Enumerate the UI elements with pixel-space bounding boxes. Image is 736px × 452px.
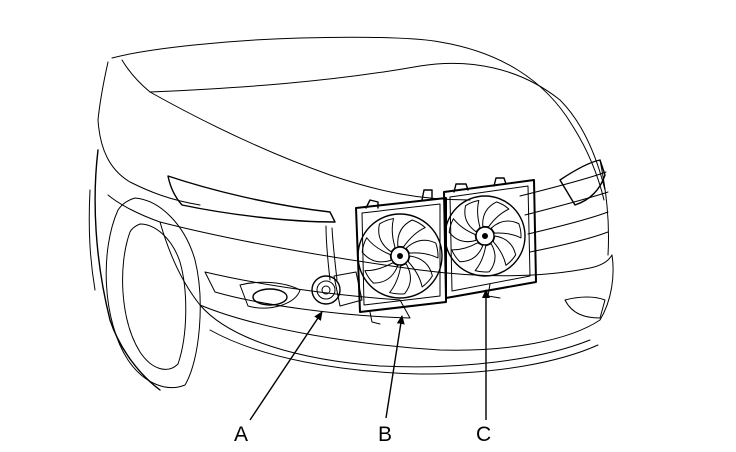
leader-arrow-b xyxy=(385,315,405,419)
condenser-fan-blade-6 xyxy=(482,201,510,228)
radiator-fan-tab-2 xyxy=(421,189,433,201)
radiator-fan-blade-3 xyxy=(364,262,399,284)
radiator-fan-blade-1 xyxy=(407,255,433,288)
fog-lamp-right xyxy=(564,296,606,319)
radiator-fan-assembly xyxy=(355,189,447,325)
grille-bar-1 xyxy=(519,171,607,197)
radiator-fan-hub xyxy=(390,246,410,266)
bumper-bottom xyxy=(209,329,599,375)
condenser-fan-shroud-inner xyxy=(449,185,531,292)
hood-top xyxy=(149,62,606,191)
radiator-fan-motor-wire xyxy=(369,311,381,325)
hood-crease xyxy=(439,41,605,201)
fog-lamp-left xyxy=(252,288,288,306)
callout-label-c: C xyxy=(476,423,491,446)
grille-bar-3 xyxy=(527,211,609,235)
ac-compressor xyxy=(311,225,363,307)
compressor-body xyxy=(333,271,363,307)
callout-label-b: B xyxy=(378,423,392,446)
grille-outline xyxy=(599,159,610,256)
condenser-fan-tab-2 xyxy=(493,177,507,187)
compressor-pipe-2 xyxy=(331,227,338,281)
windshield-line xyxy=(121,59,151,93)
compressor-hub xyxy=(321,285,331,295)
bumper-face xyxy=(159,221,614,351)
radiator-fan-blade-4 xyxy=(361,237,392,263)
front-side-panel xyxy=(107,194,161,223)
radiator-fan-blade-6 xyxy=(397,219,426,248)
grille-bar-4 xyxy=(529,231,609,253)
body-side-lower xyxy=(88,189,96,291)
callout-leaders xyxy=(249,289,490,421)
condenser-fan-blade-2 xyxy=(474,243,496,273)
condenser-fan-blade-1 xyxy=(492,235,517,266)
radiator-fan-blade-7 xyxy=(405,239,439,259)
condenser-fan-shroud xyxy=(443,179,537,299)
radiator-fan-blade-5 xyxy=(378,218,396,253)
vehicle-body xyxy=(88,36,614,391)
headlamp-left xyxy=(167,175,336,223)
radiator-fan-shroud xyxy=(355,197,447,313)
fog-lamp-housing xyxy=(239,281,301,309)
radiator-fan-tab-1 xyxy=(365,199,379,209)
radiator-fan-hub-center xyxy=(397,253,403,259)
lower-intake xyxy=(204,271,411,319)
grille-bar-2 xyxy=(524,191,609,216)
bumper-lower-lip xyxy=(199,304,591,368)
hood-center-crease xyxy=(149,91,471,201)
condenser-fan-blade-4 xyxy=(448,218,477,243)
a-pillar xyxy=(97,61,109,121)
condenser-fan-ring xyxy=(444,195,526,277)
headlamp-right xyxy=(559,159,606,206)
hood-rear-edge xyxy=(111,36,441,59)
condenser-fan-blade-7 xyxy=(490,220,522,239)
condenser-fan-blades xyxy=(448,200,522,273)
compressor-clutch xyxy=(316,280,336,300)
condenser-fan-hub xyxy=(475,226,495,246)
callout-labels: A B C xyxy=(234,423,491,446)
radiator-fan-shroud-inner xyxy=(361,203,441,306)
compressor-pulley xyxy=(311,275,341,305)
fender-top xyxy=(97,119,201,206)
condenser-fan-blade-3 xyxy=(451,242,484,263)
condenser-fan-hub-center xyxy=(482,233,488,239)
condenser-fan-assembly xyxy=(443,177,537,299)
tire-inner xyxy=(122,223,187,370)
tire-outer xyxy=(105,197,201,389)
leader-arrow-a xyxy=(249,311,323,421)
wheel-arch xyxy=(94,149,161,391)
condenser-fan-blade-5 xyxy=(464,200,481,233)
radiator-fan-ring xyxy=(357,213,443,299)
radiator-fan-blades xyxy=(361,218,439,295)
condenser-fan-tab-1 xyxy=(453,183,469,193)
radiator-fan-blade-2 xyxy=(389,263,411,295)
callout-label-a: A xyxy=(234,423,248,446)
compressor-pipe xyxy=(325,225,331,281)
